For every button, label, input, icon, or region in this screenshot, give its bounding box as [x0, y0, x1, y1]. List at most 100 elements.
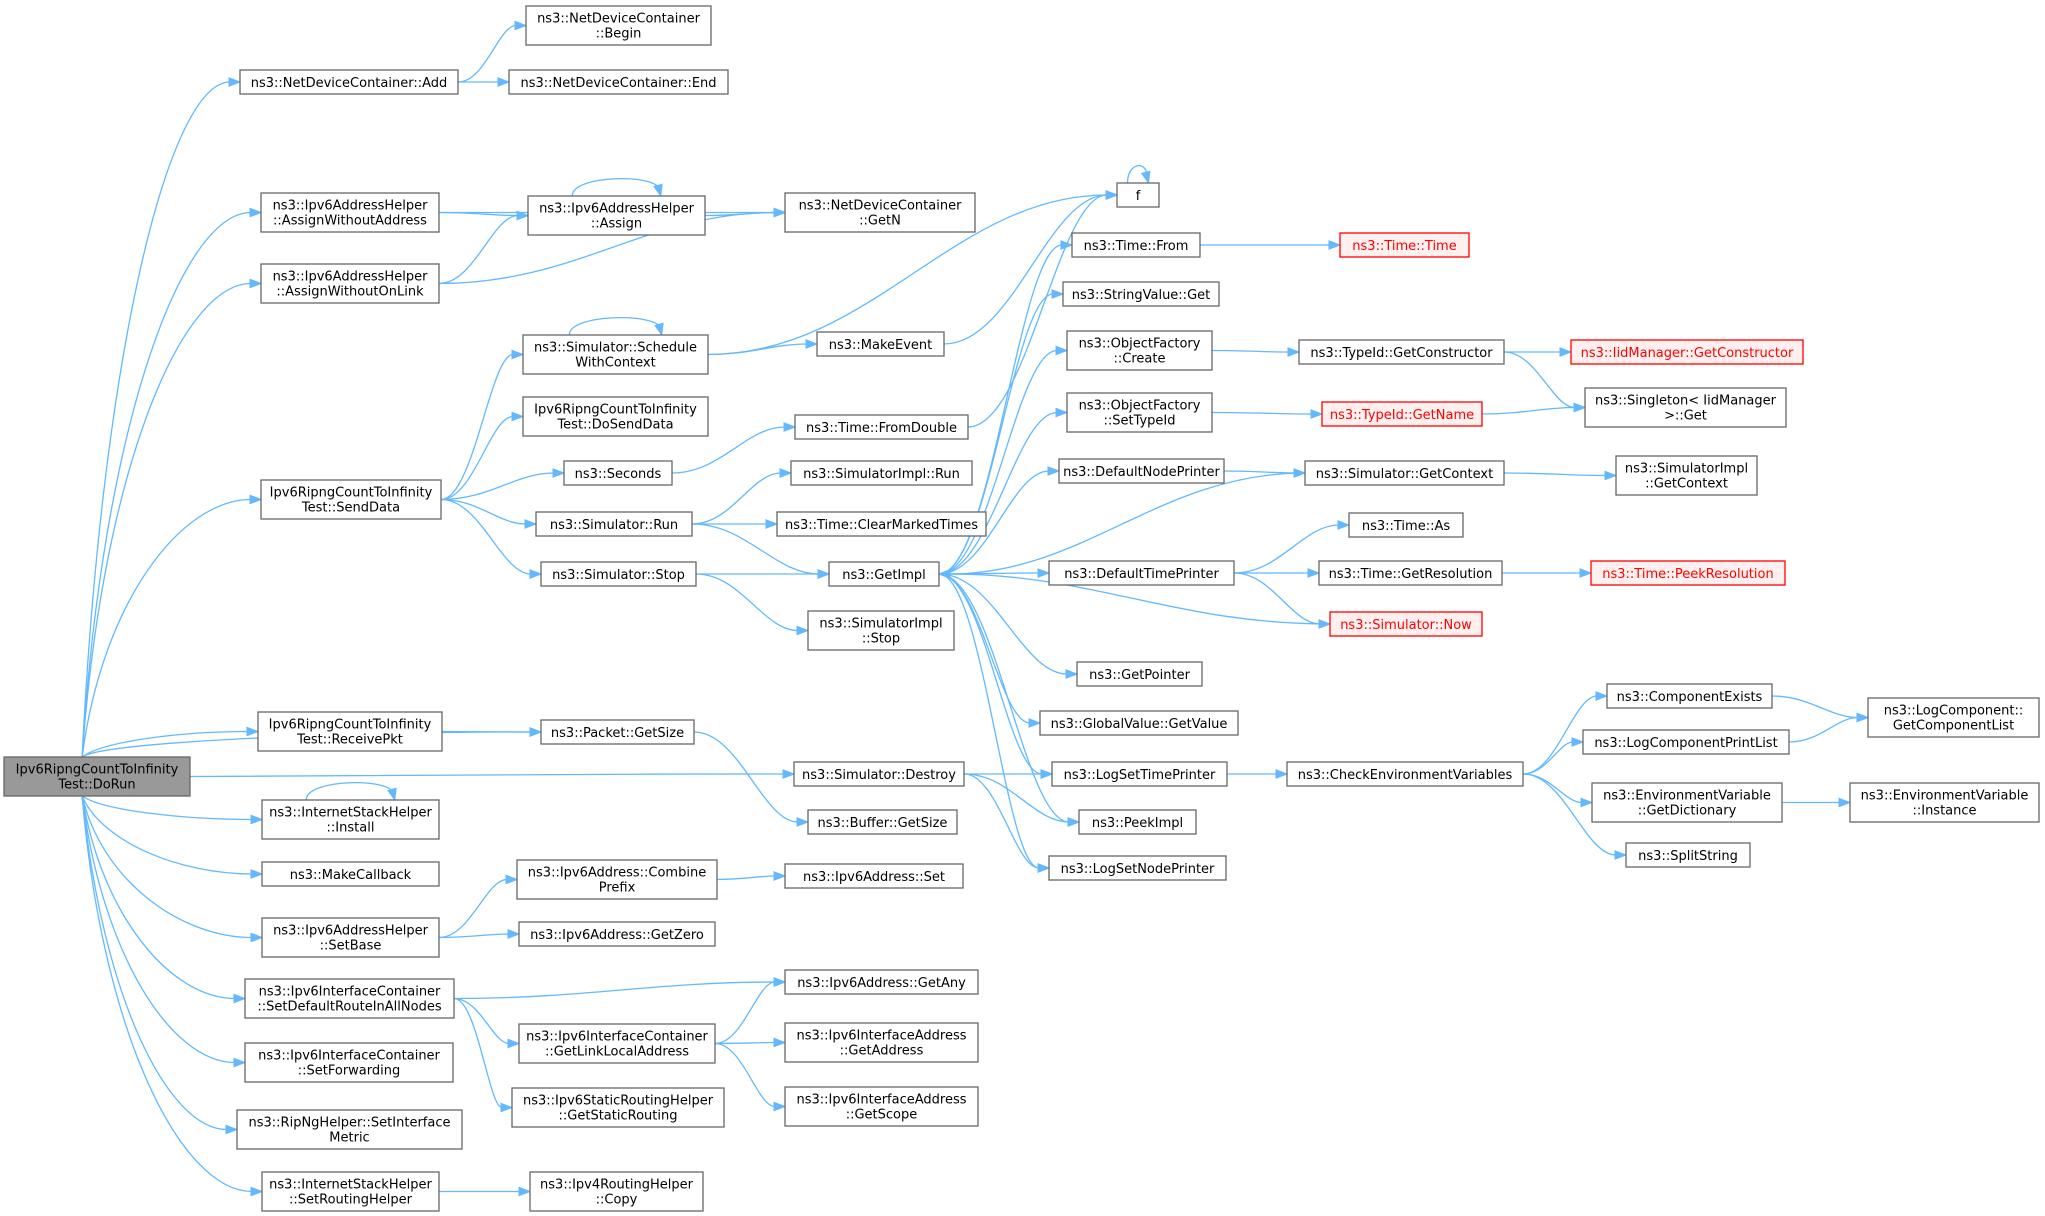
node-setdefroute[interactable]: ns3::Ipv6InterfaceContainer::SetDefaultR…: [244, 978, 455, 1019]
node-simnow[interactable]: ns3::Simulator::Now: [1329, 611, 1483, 637]
node-pktsize[interactable]: ns3::Packet::GetSize: [540, 719, 695, 745]
node-ndc_end[interactable]: ns3::NetDeviceContainer::End: [508, 69, 729, 95]
node-fromdouble[interactable]: ns3::Time::FromDouble: [794, 414, 969, 440]
node-clearmarked[interactable]: ns3::Time::ClearMarkedTimes: [776, 511, 987, 537]
node-awol[interactable]: ns3::Ipv6AddressHelper::AssignWithoutOnL…: [260, 263, 440, 304]
node-getctx[interactable]: ns3::Simulator::GetContext: [1304, 460, 1505, 486]
node-box: [1582, 729, 1790, 755]
node-label: ns3::NetDeviceContainer: [537, 12, 701, 27]
node-simdestroy[interactable]: ns3::Simulator::Destroy: [793, 761, 965, 787]
edge-path: [81, 211, 252, 758]
node-label: ::GetAddress: [840, 1044, 924, 1059]
node-getany[interactable]: ns3::Ipv6Address::GetAny: [784, 969, 979, 995]
edge-f-to-f: [1126, 165, 1151, 185]
node-peekimpl[interactable]: ns3::PeekImpl: [1078, 809, 1197, 835]
node-getn[interactable]: ns3::NetDeviceContainer::GetN: [784, 192, 976, 233]
node-box: [236, 1109, 463, 1150]
node-getzero[interactable]: ns3::Ipv6Address::GetZero: [518, 921, 716, 947]
node-simrun[interactable]: ns3::Simulator::Run: [535, 511, 693, 537]
node-label: f: [1136, 189, 1141, 204]
node-getstatic[interactable]: ns3::Ipv6StaticRoutingHelper::GetStaticR…: [511, 1087, 725, 1128]
node-implstop[interactable]: ns3::SimulatorImpl::Stop: [807, 610, 955, 651]
node-ndc_add[interactable]: ns3::NetDeviceContainer::Add: [239, 69, 459, 95]
node-label: ns3::Time::FromDouble: [806, 421, 957, 436]
node-iidctor[interactable]: ns3::IidManager::GetConstructor: [1570, 339, 1804, 365]
node-simstop[interactable]: ns3::Simulator::Stop: [540, 561, 697, 587]
node-envdict[interactable]: ns3::EnvironmentVariable::GetDictionary: [1591, 782, 1783, 823]
node-strget[interactable]: ns3::StringValue::Get: [1062, 281, 1220, 307]
edge-arrowhead: [1580, 797, 1594, 808]
node-time[interactable]: ns3::Time::Time: [1339, 232, 1470, 258]
node-compexists[interactable]: ns3::ComponentExists: [1606, 683, 1773, 709]
node-label: ns3::GlobalValue::GetValue: [1051, 717, 1228, 732]
node-implgetctx[interactable]: ns3::SimulatorImpl::GetContext: [1615, 455, 1758, 496]
node-bufsize[interactable]: ns3::Buffer::GetSize: [807, 809, 958, 835]
node-box: [1625, 842, 1751, 868]
node-box: [261, 861, 440, 887]
node-dnp[interactable]: ns3::DefaultNodePrinter: [1058, 458, 1225, 484]
node-mkevent[interactable]: ns3::MakeEvent: [816, 331, 945, 357]
node-label: ns3::Ipv6InterfaceContainer: [258, 1049, 440, 1064]
edge-senddata-to-dosend: [440, 411, 525, 501]
node-envinst[interactable]: ns3::EnvironmentVariable::Instance: [1849, 782, 2040, 823]
edge-arrowhead: [552, 468, 566, 478]
node-getname[interactable]: ns3::TypeId::GetName: [1321, 401, 1483, 427]
edge-root-to-senddata: [81, 494, 263, 758]
node-setfwd[interactable]: ns3::Ipv6InterfaceContainer::SetForwardi…: [244, 1042, 454, 1083]
edge-path: [714, 1042, 776, 1108]
node-iagetaddr[interactable]: ns3::Ipv6InterfaceAddress::GetAddress: [784, 1022, 979, 1063]
node-simimplrun[interactable]: ns3::SimulatorImpl::Run: [790, 460, 973, 486]
node-label: ns3::Simulator::Schedule: [534, 341, 697, 356]
edge-path: [1233, 572, 1321, 625]
edge-arrowhead: [796, 625, 810, 636]
node-logprint[interactable]: ns3::LogComponentPrintList: [1582, 729, 1790, 755]
node-awa[interactable]: ns3::Ipv6AddressHelper::AssignWithoutAdd…: [260, 192, 440, 233]
node-label: Test::SendData: [301, 501, 400, 516]
node-lsnp[interactable]: ns3::LogSetNodePrinter: [1048, 855, 1227, 881]
node-ndc_begin[interactable]: ns3::NetDeviceContainer::Begin: [525, 5, 712, 46]
node-a6set[interactable]: ns3::Ipv6Address::Set: [784, 863, 964, 889]
node-label: Ipv6RipngCountToInfinity: [16, 763, 179, 778]
node-checkenv[interactable]: ns3::CheckEnvironmentVariables: [1286, 761, 1524, 787]
node-singleton[interactable]: ns3::Singleton< IidManager>::Get: [1584, 387, 1787, 428]
node-getlla[interactable]: ns3::Ipv6InterfaceContainer::GetLinkLoca…: [518, 1023, 716, 1064]
node-peekres[interactable]: ns3::Time::PeekResolution: [1590, 560, 1786, 586]
node-label: ::SetDefaultRouteInAllNodes: [257, 1000, 441, 1015]
node-ofsettype[interactable]: ns3::ObjectFactory::SetTypeId: [1066, 392, 1213, 433]
edge-setdefroute-to-getstatic: [453, 997, 514, 1113]
node-seconds[interactable]: ns3::Seconds: [563, 460, 673, 486]
node-ofcreate[interactable]: ns3::ObjectFactory::Create: [1066, 330, 1213, 371]
node-splitstr[interactable]: ns3::SplitString: [1625, 842, 1751, 868]
node-mkcb[interactable]: ns3::MakeCallback: [261, 861, 440, 887]
node-getctor[interactable]: ns3::TypeId::GetConstructor: [1298, 339, 1505, 365]
node-label: ns3::Ipv6Address::GetAny: [797, 976, 966, 991]
node-timeas[interactable]: ns3::Time::As: [1348, 512, 1464, 538]
node-getimpl[interactable]: ns3::GetImpl: [828, 561, 940, 587]
edge-path: [1211, 349, 1290, 353]
node-install[interactable]: ns3::InternetStackHelper::Install: [261, 799, 440, 840]
edge-path: [938, 470, 1050, 575]
node-f[interactable]: f: [1116, 182, 1160, 208]
node-from[interactable]: ns3::Time::From: [1071, 232, 1201, 258]
node-box: [1048, 560, 1235, 586]
node-setbase[interactable]: ns3::Ipv6AddressHelper::SetBase: [261, 917, 440, 958]
node-copy[interactable]: ns3::Ipv4RoutingHelper::Copy: [529, 1171, 704, 1212]
node-assign[interactable]: ns3::Ipv6AddressHelper::Assign: [527, 195, 706, 236]
node-iagetscope[interactable]: ns3::Ipv6InterfaceAddress::GetScope: [784, 1086, 979, 1127]
node-lcgetlist[interactable]: ns3::LogComponent::GetComponentList: [1867, 697, 2040, 738]
node-lstp[interactable]: ns3::LogSetTimePrinter: [1051, 761, 1228, 787]
node-dtp[interactable]: ns3::DefaultTimePrinter: [1048, 560, 1235, 586]
node-getres[interactable]: ns3::Time::GetResolution: [1318, 560, 1503, 586]
node-gvgetvalue[interactable]: ns3::GlobalValue::GetValue: [1039, 710, 1239, 736]
node-box: [784, 192, 976, 233]
node-getpointer[interactable]: ns3::GetPointer: [1076, 661, 1203, 687]
node-setrouting[interactable]: ns3::InternetStackHelper::SetRoutingHelp…: [261, 1171, 440, 1212]
